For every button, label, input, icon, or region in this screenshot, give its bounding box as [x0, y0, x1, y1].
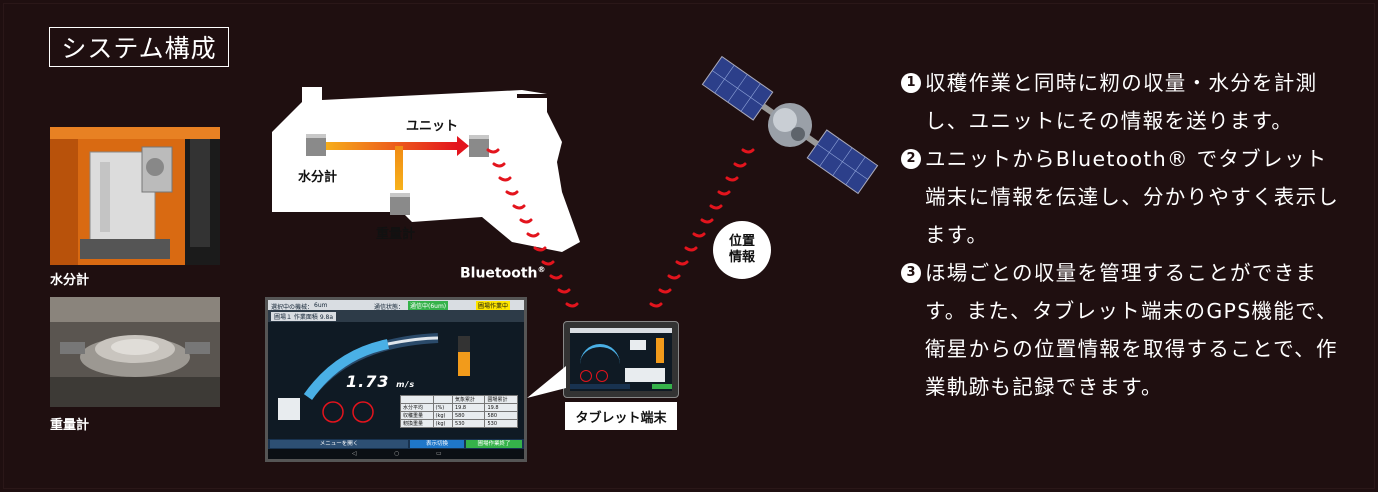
home-icon[interactable]: ○: [394, 450, 400, 457]
description-item-2: 2 ユニットからBluetooth® でタブレット端末に情報を伝達し、分かりやす…: [901, 140, 1341, 254]
table-cell: 水分平均: [400, 403, 434, 412]
table-header: 気象累計: [451, 395, 486, 404]
status-badge: 圃場作業中: [476, 301, 511, 310]
weight-sensor-box: [390, 193, 410, 215]
position-info-line-1: 位置: [728, 234, 755, 249]
outer-frame: [3, 3, 1375, 489]
stats-table: 気象累計 圃場累計 水分平均 (%) 19.8 19.8 収穫重量 (kg) 5…: [400, 395, 518, 428]
position-info-bubble: 位置 情報: [713, 221, 771, 279]
description-text-3: ほ場ごとの収量を管理することができます。また、タブレット端末のGPS機能で、衛星…: [925, 261, 1338, 399]
section-title: システム構成: [49, 27, 229, 67]
table-header-row: 気象累計 圃場累計: [400, 395, 518, 404]
description-item-1: 1 収穫作業と同時に籾の収量・水分を計測し、ユニットにその情報を送ります。: [901, 64, 1341, 140]
weight-meter-photo: [50, 297, 220, 407]
table-cell: (kg): [432, 411, 453, 420]
selected-machine-label: 選択中の機械：: [271, 304, 314, 311]
table-header: 圃場累計: [484, 395, 518, 404]
table-cell: 19.8: [451, 403, 486, 412]
table-cell: (%): [432, 403, 453, 412]
speed-readout: 1.73 m/s: [346, 372, 416, 391]
back-icon[interactable]: ◁: [352, 450, 357, 457]
android-nav-bar: ◁ ○ ▭: [268, 449, 524, 459]
description-list: 1 収穫作業と同時に籾の収量・水分を計測し、ユニットにその情報を送ります。 2 …: [901, 64, 1341, 406]
field-info: 圃場１ 作業面積 9.8a: [271, 312, 337, 321]
menu-button[interactable]: メニューを開く: [270, 440, 408, 448]
step-number-icon: 1: [901, 64, 925, 140]
description-text-1: 収穫作業と同時に籾の収量・水分を計測し、ユニットにその情報を送ります。: [925, 71, 1318, 133]
table-cell: 530: [451, 419, 486, 428]
comm-status-label: 通信状態：: [374, 304, 405, 311]
screen-header-bar: 選択中の機械： 6um 通信状態： 通信中(6um) 圃場作業中: [268, 300, 524, 311]
description-text-2: ユニットからBluetooth® でタブレット端末に情報を伝達し、分かりやすく表…: [925, 147, 1340, 247]
unit-box: [469, 135, 489, 157]
step-number-icon: 3: [901, 254, 925, 406]
display-toggle-button[interactable]: 表示切換: [410, 440, 464, 448]
harvester-label-weight: 重量計: [376, 227, 416, 242]
screen-bottom-bar: メニューを開く 表示切換 圃場作業終了: [268, 439, 524, 449]
tablet-device: [563, 321, 679, 398]
table-header: [400, 395, 434, 404]
finish-field-button[interactable]: 圃場作業終了: [466, 440, 522, 448]
table-header: [432, 395, 453, 404]
moisture-meter-photo: [50, 127, 220, 265]
table-cell: 19.8: [484, 403, 518, 412]
position-info-line-2: 情報: [728, 250, 755, 265]
table-row: 水分平均 (%) 19.8 19.8: [400, 403, 518, 412]
bluetooth-label: Bluetooth®: [460, 265, 546, 282]
description-item-3: 3 ほ場ごとの収量を管理することができます。また、タブレット端末のGPS機能で、…: [901, 254, 1341, 406]
harvester-illustration: 水分計 ユニット 重量計: [262, 82, 582, 261]
tablet-caption: タブレット端末: [565, 402, 677, 430]
table-cell: 580: [451, 411, 486, 420]
harvester-label-unit: ユニット: [406, 119, 459, 134]
recent-apps-icon[interactable]: ▭: [436, 450, 442, 457]
comm-status-value: 通信中(6um): [408, 301, 449, 310]
table-row: 籾換重量 (kg) 530 530: [400, 419, 518, 428]
moisture-sensor-box: [306, 134, 326, 156]
selected-machine-value: 6um: [314, 302, 328, 309]
table-cell: 収穫重量: [400, 411, 434, 420]
harvester-label-moisture: 水分計: [298, 170, 338, 185]
tablet-device-screen: [570, 328, 672, 391]
data-flow-lines: [322, 136, 469, 190]
tablet-screen-zoom: 選択中の機械： 6um 通信状態： 通信中(6um) 圃場作業中 圃場１ 作業面…: [265, 297, 527, 462]
satellite-icon: [701, 55, 879, 195]
moisture-photo-caption: 水分計: [50, 273, 90, 288]
table-cell: 580: [484, 411, 518, 420]
table-cell: (kg): [432, 419, 453, 428]
table-cell: 籾換重量: [400, 419, 434, 428]
step-number-icon: 2: [901, 140, 925, 254]
table-row: 収穫重量 (kg) 580 580: [400, 411, 518, 420]
weight-photo-caption: 重量計: [50, 418, 90, 433]
screen-field-bar: 圃場１ 作業面積 9.8a: [268, 310, 524, 322]
table-cell: 530: [484, 419, 518, 428]
speed-gauge: [278, 333, 470, 423]
